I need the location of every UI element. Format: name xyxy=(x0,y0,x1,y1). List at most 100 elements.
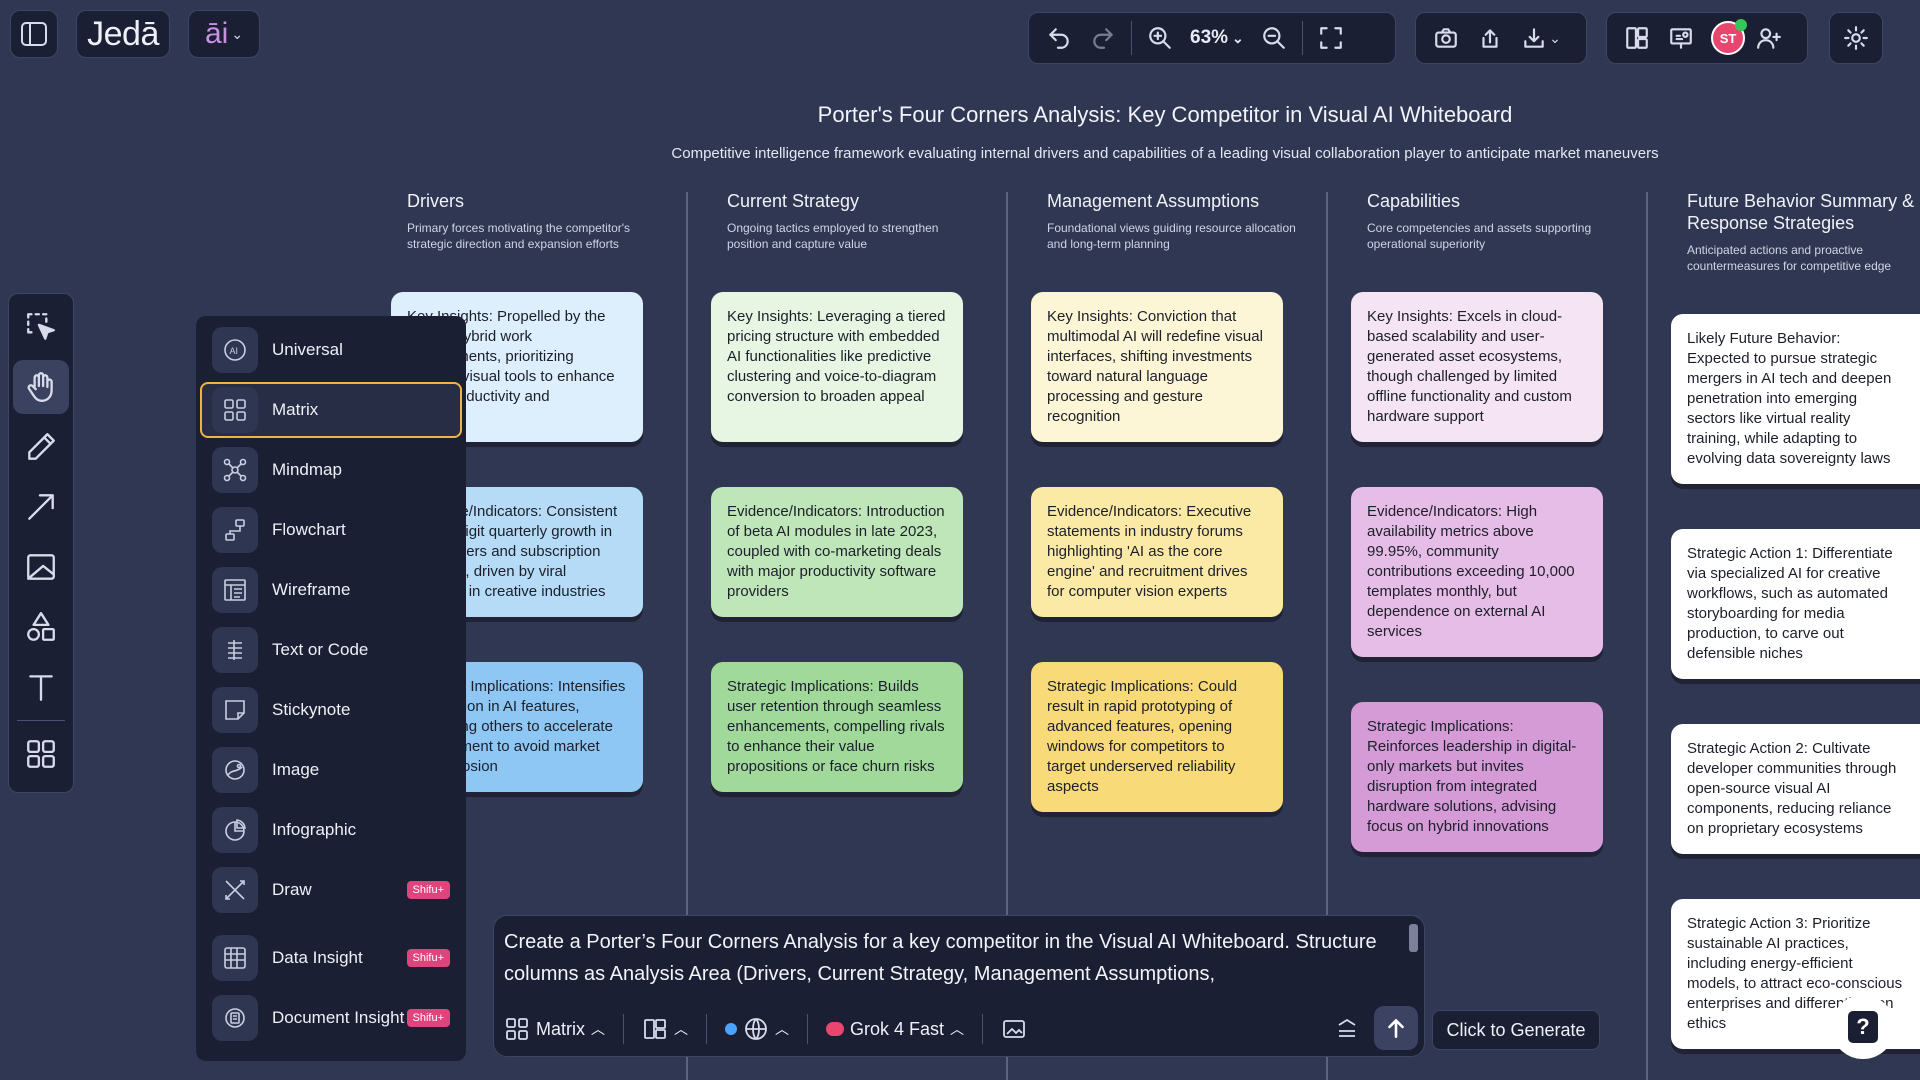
menu-item-data-insight[interactable]: Data Insight Shifu+ xyxy=(200,930,462,986)
premium-badge: Shifu+ xyxy=(406,949,450,967)
sticky-card[interactable]: Strategic Action 1: Differentiate via sp… xyxy=(1671,529,1920,679)
shapes-icon xyxy=(27,612,55,641)
column-description: Foundational views guiding resource allo… xyxy=(1047,221,1296,251)
menu-item-infographic[interactable]: Infographic xyxy=(200,802,462,858)
arrow-up-icon xyxy=(1388,1019,1404,1038)
layout-button[interactable] xyxy=(1617,18,1657,58)
menu-item-label: Image xyxy=(272,760,320,779)
menu-item-universal[interactable]: AI Universal xyxy=(200,322,462,378)
screenshot-button[interactable] xyxy=(1426,18,1466,58)
menu-item-wireframe[interactable]: Wireframe xyxy=(200,562,462,618)
add-user-button[interactable] xyxy=(1749,18,1789,58)
undo-button[interactable] xyxy=(1039,18,1079,58)
mode-selector[interactable]: Matrix ︿ xyxy=(504,1016,605,1042)
ai-menu-button[interactable]: āi ⌄ xyxy=(188,10,260,58)
premium-badge: Shifu+ xyxy=(406,881,450,899)
image-tool-button[interactable] xyxy=(13,540,69,594)
column-divider xyxy=(1326,192,1328,1080)
web-search-toggle[interactable]: ︿ xyxy=(725,1016,789,1042)
fit-screen-button[interactable] xyxy=(1311,18,1351,58)
matrix-icon xyxy=(212,387,258,433)
sidebar-toggle-icon xyxy=(21,22,47,46)
divider xyxy=(1301,21,1303,55)
card-text: Evidence/Indicators: Executive statement… xyxy=(1047,503,1252,600)
camera-icon xyxy=(1435,28,1457,48)
menu-item-stickynote[interactable]: Stickynote xyxy=(200,682,462,738)
zoom-level-dropdown[interactable]: 63%⌄ xyxy=(1184,27,1250,49)
text-tool-button[interactable] xyxy=(13,660,69,714)
layout-selector[interactable]: ︿ xyxy=(642,1016,688,1042)
redo-button[interactable] xyxy=(1083,18,1123,58)
stickynote-icon xyxy=(212,687,258,733)
chevron-down-icon: ⌄ xyxy=(1549,29,1561,46)
wireframe-icon xyxy=(212,567,258,613)
menu-item-draw[interactable]: Draw Shifu+ xyxy=(200,862,462,918)
download-button[interactable]: ⌄ xyxy=(1514,18,1568,58)
sidebar-toggle-button[interactable] xyxy=(10,10,58,58)
divider xyxy=(982,1014,984,1044)
zoom-out-button[interactable] xyxy=(1254,18,1294,58)
sticky-card[interactable]: Strategic Action 3: Prioritize sustainab… xyxy=(1671,899,1920,1049)
prompt-scrollbar[interactable] xyxy=(1409,924,1418,952)
menu-item-label: Flowchart xyxy=(272,520,346,539)
avatar[interactable]: ST xyxy=(1711,19,1747,55)
send-button[interactable] xyxy=(1374,1006,1418,1050)
templates-tool-button[interactable] xyxy=(13,727,69,781)
document-insight-icon xyxy=(212,995,258,1041)
menu-item-label: Text or Code xyxy=(272,640,369,659)
prompt-input[interactable]: Create a Porter’s Four Corners Analysis … xyxy=(504,931,1377,985)
divider xyxy=(1131,21,1132,55)
board-subtitle: Competitive intelligence framework evalu… xyxy=(671,145,1659,162)
grid-icon xyxy=(27,740,55,768)
ai-label: āi xyxy=(204,17,229,50)
image-attach-button[interactable] xyxy=(1001,1016,1027,1042)
sticky-card[interactable]: Key Insights: Conviction that multimodal… xyxy=(1031,292,1283,442)
sticky-card[interactable]: Evidence/Indicators: Introduction of bet… xyxy=(711,487,963,617)
zoom-level: 63% xyxy=(1190,27,1229,48)
sticky-card[interactable]: Strategic Implications: Reinforces leade… xyxy=(1351,702,1603,852)
divider xyxy=(17,720,65,721)
sticky-card[interactable]: Key Insights: Leveraging a tiered pricin… xyxy=(711,292,963,442)
sticky-card[interactable]: Strategic Implications: Could result in … xyxy=(1031,662,1283,812)
mode-label: Matrix xyxy=(536,1018,585,1039)
present-button[interactable] xyxy=(1661,18,1701,58)
settings-toolbar xyxy=(1829,12,1883,64)
settings-button[interactable] xyxy=(1836,18,1876,58)
column-header-current-strategy: Current Strategy Ongoing tactics employe… xyxy=(727,190,977,252)
select-tool-button[interactable] xyxy=(13,300,69,354)
menu-item-image[interactable]: Image xyxy=(200,742,462,798)
expand-prompt-button[interactable] xyxy=(1334,1016,1360,1042)
text-code-icon xyxy=(212,627,258,673)
sticky-card[interactable]: Strategic Implications: Builds user rete… xyxy=(711,662,963,792)
help-button[interactable]: ? xyxy=(1831,995,1895,1059)
share-button[interactable] xyxy=(1470,18,1510,58)
menu-item-flowchart[interactable]: Flowchart xyxy=(200,502,462,558)
brand-logo[interactable]: Jedā xyxy=(76,10,170,58)
layout-icon xyxy=(644,1019,666,1039)
draw-icon xyxy=(212,867,258,913)
zoom-in-button[interactable] xyxy=(1140,18,1180,58)
sticky-card[interactable]: Evidence/Indicators: High availability m… xyxy=(1351,487,1603,657)
menu-item-mindmap[interactable]: Mindmap xyxy=(200,442,462,498)
zoom-in-icon xyxy=(1149,27,1171,49)
column-divider xyxy=(1646,192,1648,1080)
arrow-tool-button[interactable] xyxy=(13,480,69,534)
shapes-tool-button[interactable] xyxy=(13,600,69,654)
pen-tool-button[interactable] xyxy=(13,420,69,474)
sticky-card[interactable]: Key Insights: Excels in cloud-based scal… xyxy=(1351,292,1603,442)
avatar-initials: ST xyxy=(1719,30,1737,46)
card-text: Evidence/Indicators: Introduction of bet… xyxy=(727,503,945,600)
sticky-card[interactable]: Strategic Action 2: Cultivate developer … xyxy=(1671,724,1920,854)
sticky-card[interactable]: Likely Future Behavior: Expected to purs… xyxy=(1671,314,1920,484)
hand-tool-button[interactable] xyxy=(13,360,69,414)
menu-item-text-code[interactable]: Text or Code xyxy=(200,622,462,678)
sticky-card[interactable]: Evidence/Indicators: Executive statement… xyxy=(1031,487,1283,617)
image-icon xyxy=(27,554,55,580)
menu-item-matrix[interactable]: Matrix xyxy=(200,382,462,438)
model-selector[interactable]: Grok 4 Fast ︿ xyxy=(826,1019,964,1040)
board-title: Porter's Four Corners Analysis: Key Comp… xyxy=(817,102,1513,127)
prompt-options-bar: Matrix ︿ ︿ ︿ Grok 4 Fast ︿ xyxy=(504,1006,1414,1052)
card-text: Strategic Action 1: Differentiate via sp… xyxy=(1687,545,1893,662)
menu-item-document-insight[interactable]: Document Insight Shifu+ xyxy=(200,990,462,1046)
card-text: Strategic Action 3: Prioritize sustainab… xyxy=(1687,915,1903,1032)
